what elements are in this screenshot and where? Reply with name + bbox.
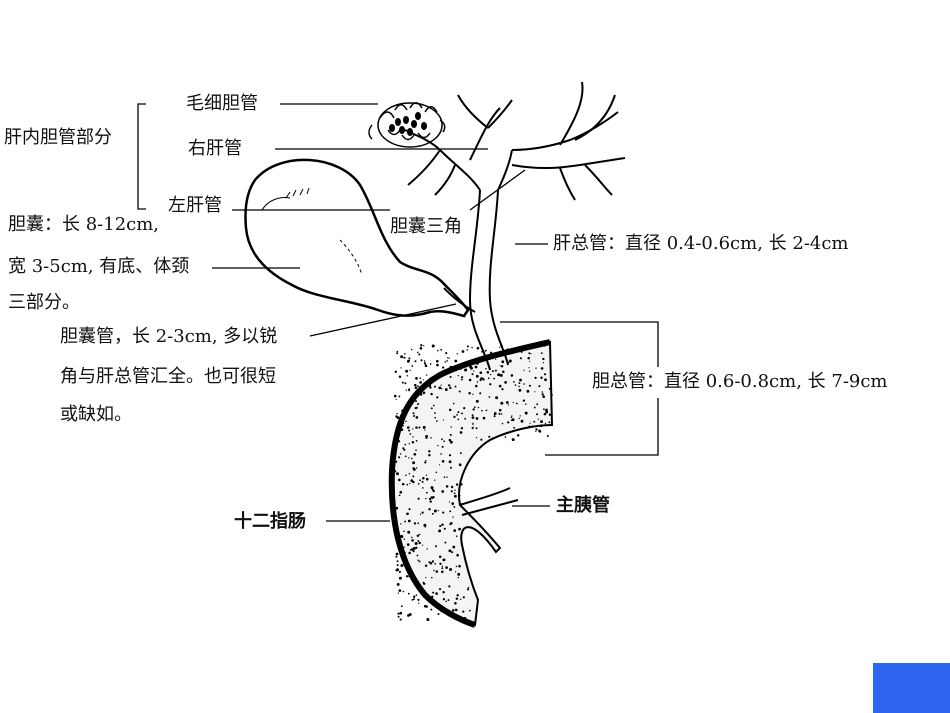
gallbladder-illustration xyxy=(244,158,470,318)
label-duodenum: 十二指肠 xyxy=(234,511,306,532)
label-main-pancreatic-duct: 主胰管 xyxy=(556,495,610,516)
label-gallbladder-line2: 宽 3-5cm, 有底、体颈 xyxy=(8,256,190,277)
label-intrahepatic-ducts: 肝内胆管部分 xyxy=(4,127,112,148)
label-cystic-duct-line3: 或缺如。 xyxy=(60,404,132,425)
capillary-cluster xyxy=(368,102,446,148)
leader-lines xyxy=(137,103,659,522)
label-capillary-duct: 毛细胆管 xyxy=(186,93,258,114)
blue-nav-square[interactable] xyxy=(873,663,950,713)
label-cystic-duct-line1: 胆囊管，长 2-3cm, 多以锐 xyxy=(60,326,278,347)
label-cystic-duct-line2: 角与肝总管汇全。也可很短 xyxy=(60,366,276,387)
label-common-bile-duct: 胆总管：直径 0.6-0.8cm, 长 7-9cm xyxy=(592,371,888,392)
label-common-hepatic-duct: 肝总管：直径 0.4-0.6cm, 长 2-4cm xyxy=(553,233,849,254)
label-left-hepatic-duct: 左肝管 xyxy=(168,195,222,216)
duodenum-illustration xyxy=(388,339,554,628)
capillary-dots xyxy=(389,112,427,136)
label-gallbladder-line3: 三部分。 xyxy=(8,292,80,313)
bile-duct-tree xyxy=(404,81,626,516)
label-right-hepatic-duct: 右肝管 xyxy=(188,138,242,159)
label-cystohepatic-triangle: 胆囊三角 xyxy=(390,216,462,237)
label-gallbladder-line1: 胆囊：长 8-12cm, xyxy=(8,214,160,235)
